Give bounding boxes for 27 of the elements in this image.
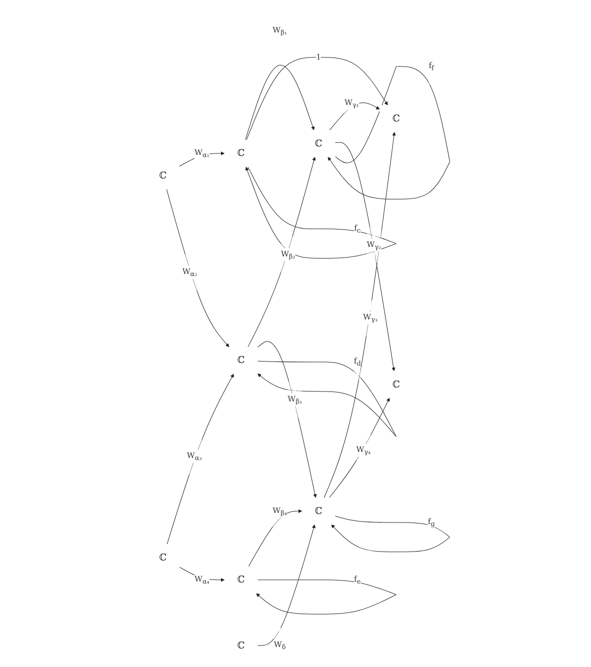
arrow bbox=[248, 509, 302, 567]
arrow bbox=[246, 57, 388, 140]
arrow bbox=[257, 341, 317, 498]
arrow bbox=[256, 580, 396, 614]
node-text: ℂ bbox=[237, 574, 245, 586]
arrow bbox=[329, 398, 390, 498]
arrow bbox=[257, 524, 316, 646]
arrow bbox=[166, 189, 230, 348]
arrow bbox=[257, 360, 396, 437]
node-text: ℂ bbox=[392, 113, 400, 124]
arrow bbox=[329, 102, 380, 130]
arrow bbox=[245, 166, 396, 259]
node-text: ℂ bbox=[314, 138, 322, 149]
arrow bbox=[166, 374, 234, 544]
arrow bbox=[245, 64, 315, 140]
node-text: ℂ bbox=[159, 170, 167, 182]
node-text: ℂ bbox=[392, 379, 400, 390]
node-text: ℂ bbox=[237, 355, 245, 366]
node-text: ℂ bbox=[237, 148, 245, 159]
node-text: ℂ bbox=[237, 640, 245, 651]
arrow bbox=[324, 132, 396, 498]
arrow bbox=[179, 566, 225, 582]
node-text: ℂ bbox=[314, 506, 322, 516]
arrow bbox=[334, 142, 396, 372]
arrow bbox=[328, 66, 450, 200]
arrow bbox=[248, 156, 316, 348]
node-text: ℂ bbox=[159, 552, 167, 563]
